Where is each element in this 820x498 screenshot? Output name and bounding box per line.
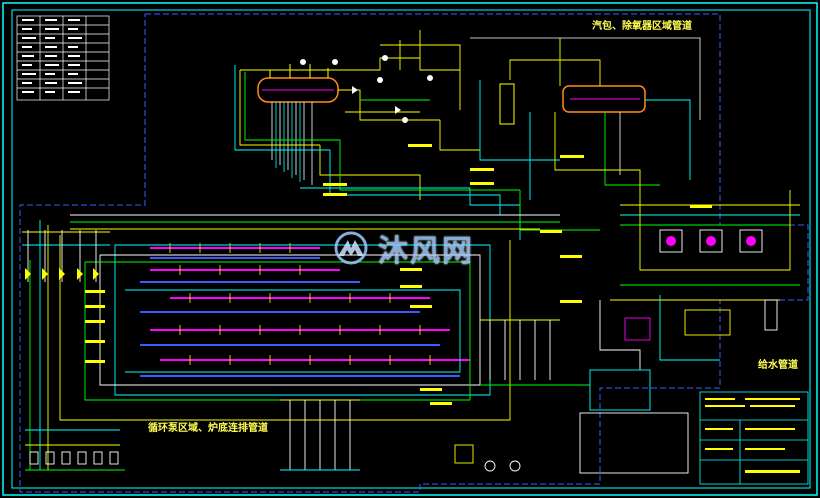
blowdown-valves-center [280,399,521,472]
legend-table-marks [22,19,82,93]
blowdown-valves-left [25,429,125,471]
watermark-brand-text: 沐风网 [378,234,474,269]
drawing-inner-border [11,9,811,489]
pipe-network-upper [239,30,480,200]
title-circulation-area: 循环泵区域、炉底连排管道 [148,423,268,434]
watermark: 沐风网 [330,226,474,270]
deaerator [470,37,701,210]
valve-cluster-upper [300,55,433,123]
center-valve-group [480,319,689,474]
title-steam-drum-area: 汽包、除氧器区域管道 [592,21,692,32]
legend-table [16,15,110,101]
feed-pump-symbols [666,236,756,246]
pipe-network-upper-green [244,72,600,231]
title-block [699,391,809,485]
title-block-marks [705,398,800,473]
feed-pump-area [599,190,800,370]
left-pump-symbols [25,268,99,280]
pipe-tags [85,144,712,405]
watermark-logo-icon [334,231,368,265]
title-feedwater-area: 给水管道 [758,360,798,371]
furnace-header-rows [140,247,470,377]
riser-bundle [29,214,560,470]
pipe-network-upper-cyan [234,65,560,240]
